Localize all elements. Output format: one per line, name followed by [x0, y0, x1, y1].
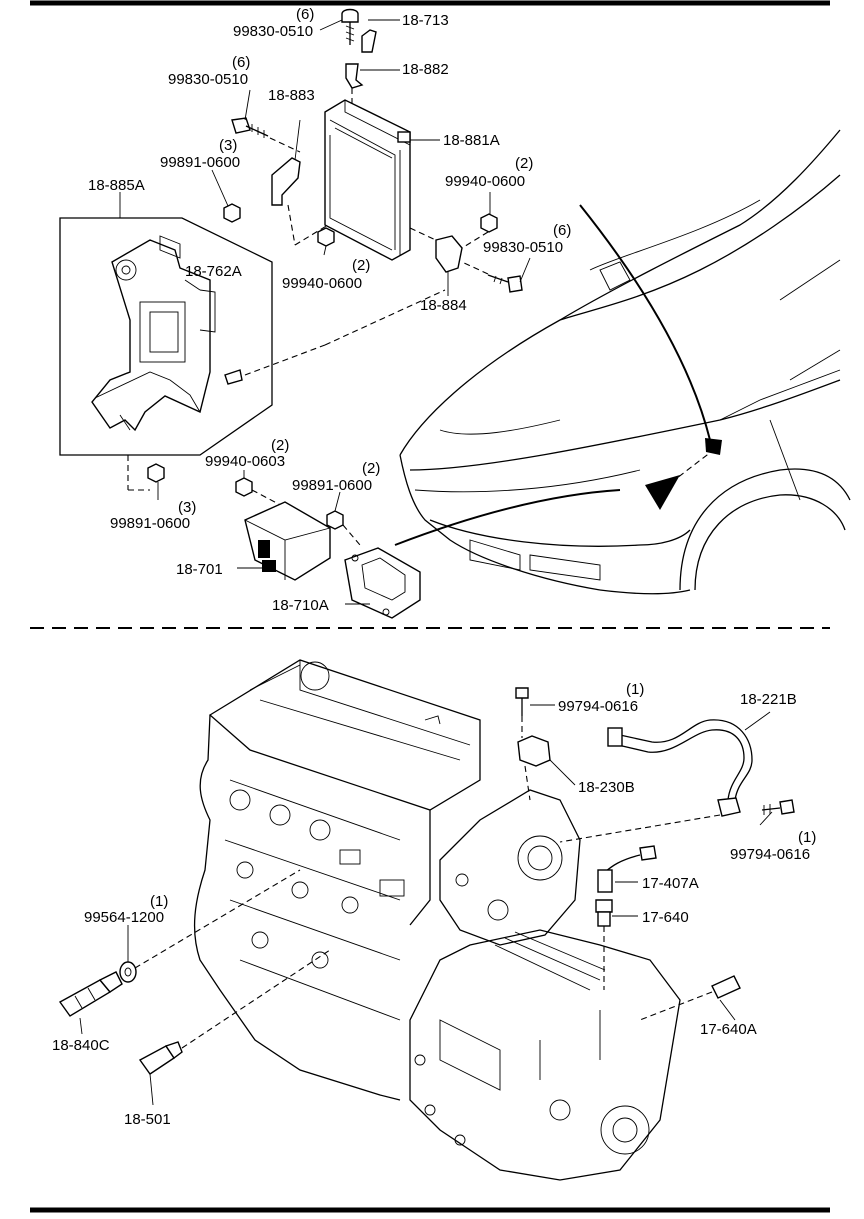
qty-99891-0600-c: (3) — [178, 499, 196, 516]
label-99940-0600-a: 99940-0600 — [445, 173, 525, 190]
label-18-501: 18-501 — [124, 1111, 171, 1128]
car-outline — [394, 129, 851, 595]
qty-99830-0510-b: (6) — [232, 54, 250, 71]
ecu-bracket — [91, 235, 243, 432]
part-labels: (6) 99830-0510 18-713 18-882 (6) 99830-0… — [52, 6, 816, 1128]
label-17-407A: 17-407A — [642, 875, 699, 892]
qty-99891-0600-b: (2) — [362, 460, 380, 477]
engine-block — [193, 659, 681, 1181]
label-18-882: 18-882 — [402, 61, 449, 78]
label-17-640A: 17-640A — [700, 1021, 757, 1038]
label-99564-1200: 99564-1200 — [84, 909, 164, 926]
label-18-230B: 18-230B — [578, 779, 635, 796]
qty-99940-0600-b: (2) — [352, 257, 370, 274]
label-18-713: 18-713 — [402, 12, 449, 29]
label-18-701: 18-701 — [176, 561, 223, 578]
label-99794-0616-b: 99794-0616 — [730, 846, 810, 863]
leader-lines-top — [119, 19, 531, 605]
qty-99794-0616-b: (1) — [798, 829, 816, 846]
label-99794-0616-a: 99794-0616 — [558, 698, 638, 715]
label-17-640: 17-640 — [642, 909, 689, 926]
label-18-884: 18-884 — [420, 297, 467, 314]
label-18-221B: 18-221B — [740, 691, 797, 708]
label-18-881A: 18-881A — [443, 132, 500, 149]
label-18-885A: 18-885A — [88, 177, 145, 194]
leader-lines-lower — [79, 704, 773, 1106]
qty-99891-0600-a: (3) — [219, 137, 237, 154]
qty-99830-0510-c: (6) — [553, 222, 571, 239]
label-99830-0510-b: 99830-0510 — [168, 71, 248, 88]
label-99891-0600-c: 99891-0600 — [110, 515, 190, 532]
qty-99940-0600-a: (2) — [515, 155, 533, 172]
qty-99794-0616-a: (1) — [626, 681, 644, 698]
label-18-840C: 18-840C — [52, 1037, 110, 1054]
label-99830-0510-c: 99830-0510 — [483, 239, 563, 256]
label-99940-0600-b: 99940-0600 — [282, 275, 362, 292]
label-99830-0510-a: 99830-0510 — [233, 23, 313, 40]
label-18-762A: 18-762A — [185, 263, 242, 280]
qty-99830-0510-a: (6) — [296, 6, 314, 23]
label-18-710A: 18-710A — [272, 597, 329, 614]
qty-99940-0603: (2) — [271, 437, 289, 454]
ecu-assembly — [59, 8, 523, 619]
label-99891-0600-b: 99891-0600 — [292, 477, 372, 494]
sensors-lower — [58, 687, 795, 1075]
label-18-883: 18-883 — [268, 87, 315, 104]
label-99940-0603: 99940-0603 — [205, 453, 285, 470]
qty-99564-1200: (1) — [150, 893, 168, 910]
label-99891-0600-a: 99891-0600 — [160, 154, 240, 171]
